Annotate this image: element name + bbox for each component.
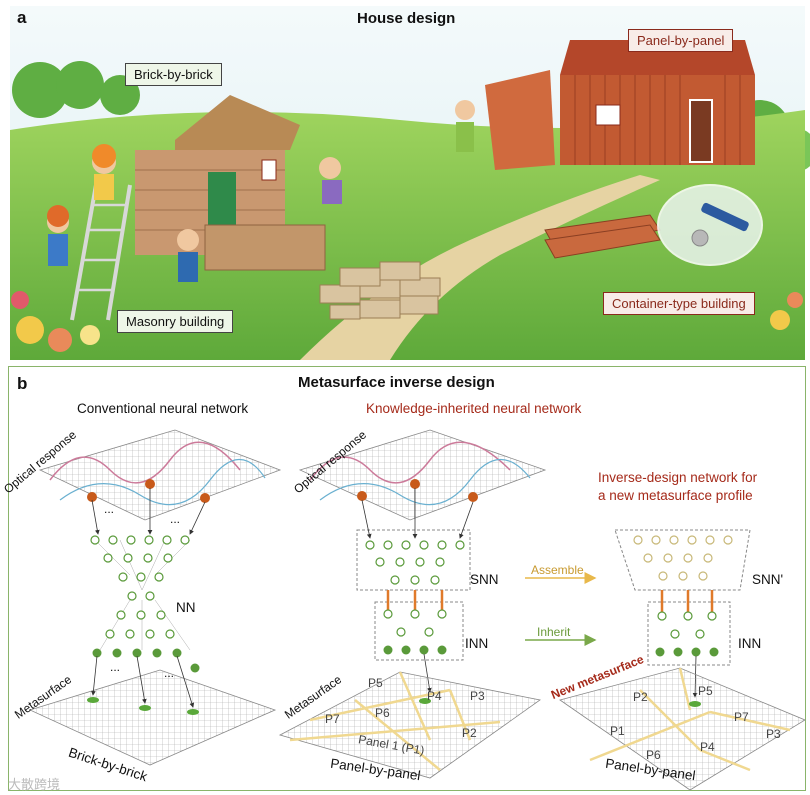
label-snn: SNN: [470, 572, 499, 587]
panel-house: [485, 40, 755, 170]
heading-knowledge-inherited-nn: Knowledge-inherited neural network: [366, 401, 582, 416]
patch-label: P4: [700, 740, 715, 754]
ladder: [70, 184, 132, 321]
tag-panel-by-panel: Panel-by-panel: [628, 29, 734, 52]
brick-wall: [204, 224, 326, 271]
label-inn-new: INN: [738, 636, 762, 651]
patch-label: P4: [427, 689, 442, 703]
panel-a: a House design Brick-by-brick Panel-by-p…: [0, 0, 810, 362]
panel-a-letter: a: [17, 8, 27, 27]
flowers: [11, 291, 803, 352]
patch-label: P3: [766, 727, 781, 741]
label-dots-1: ...: [104, 502, 115, 516]
brick-pile: [319, 261, 441, 320]
panel-a-title: House design: [357, 10, 456, 27]
label-snn-prime: SNN': [752, 572, 784, 587]
label-nn: NN: [176, 600, 196, 615]
heading-new-design-line2: a new metasurface profile: [598, 488, 753, 503]
panel-b-letter: b: [17, 374, 28, 393]
panel-b-title: Metasurface inverse design: [298, 374, 495, 391]
patch-label: P3: [470, 689, 485, 703]
label-inherit: Inherit: [537, 625, 571, 639]
bolt-zoom-bubble: [657, 184, 763, 266]
tag-brick-by-brick: Brick-by-brick: [125, 63, 222, 86]
heading-new-design-line1: Inverse-design network for: [598, 470, 758, 485]
label-dots-3: ...: [110, 660, 121, 674]
label-dots-2: ...: [170, 512, 181, 526]
tag-masonry-building: Masonry building: [117, 310, 234, 333]
label-assemble: Assemble: [531, 563, 584, 577]
patch-label: P5: [368, 676, 383, 690]
label-dots-4: ...: [164, 666, 175, 680]
patch-label: P6: [646, 748, 661, 762]
patch-label: P7: [325, 712, 340, 726]
label-inn: INN: [465, 636, 489, 651]
panel-b: [8, 366, 806, 791]
tag-container-type-building: Container-type building: [603, 292, 755, 315]
patch-label: P2: [462, 726, 477, 740]
patch-label: P5: [698, 684, 713, 698]
patch-label: P2: [633, 690, 648, 704]
heading-conventional-nn: Conventional neural network: [77, 401, 249, 416]
patch-label: P6: [375, 706, 390, 720]
watermark: 大散跨境: [8, 777, 61, 792]
patch-label: P7: [734, 710, 749, 724]
patch-label: P1: [610, 724, 625, 738]
